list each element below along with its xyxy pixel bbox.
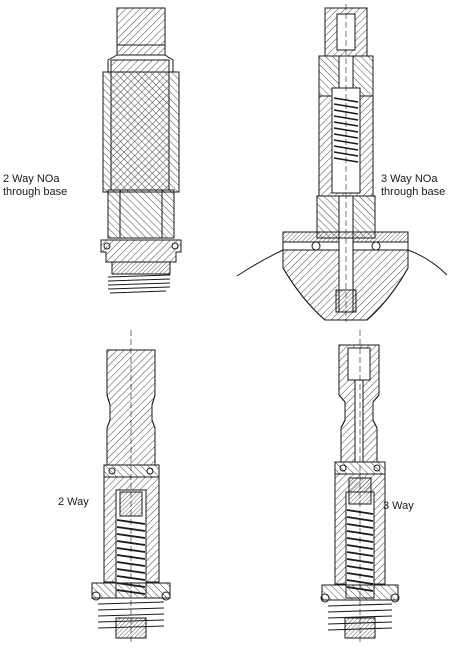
valve-3way-noa-through-base: [236, 4, 448, 322]
valve-2way: [91, 330, 171, 645]
label-2way: 2 Way: [58, 496, 89, 508]
valve-3way: [320, 330, 400, 645]
label-3way-noa-line1: 3 Way NOa: [381, 173, 438, 185]
label-2way-noa-line1: 2 Way NOa: [3, 173, 60, 185]
label-2way-noa-line2: through base: [3, 186, 68, 198]
valve-2way-noa-through-base: [100, 7, 182, 294]
label-3way-noa-line2: through base: [381, 186, 446, 198]
label-2way-noa-through-base: 2 Way NOa through base: [3, 173, 67, 199]
label-3way-noa-through-base: 3 Way NOa through base: [381, 173, 445, 199]
label-3way: 3 Way: [383, 500, 414, 512]
